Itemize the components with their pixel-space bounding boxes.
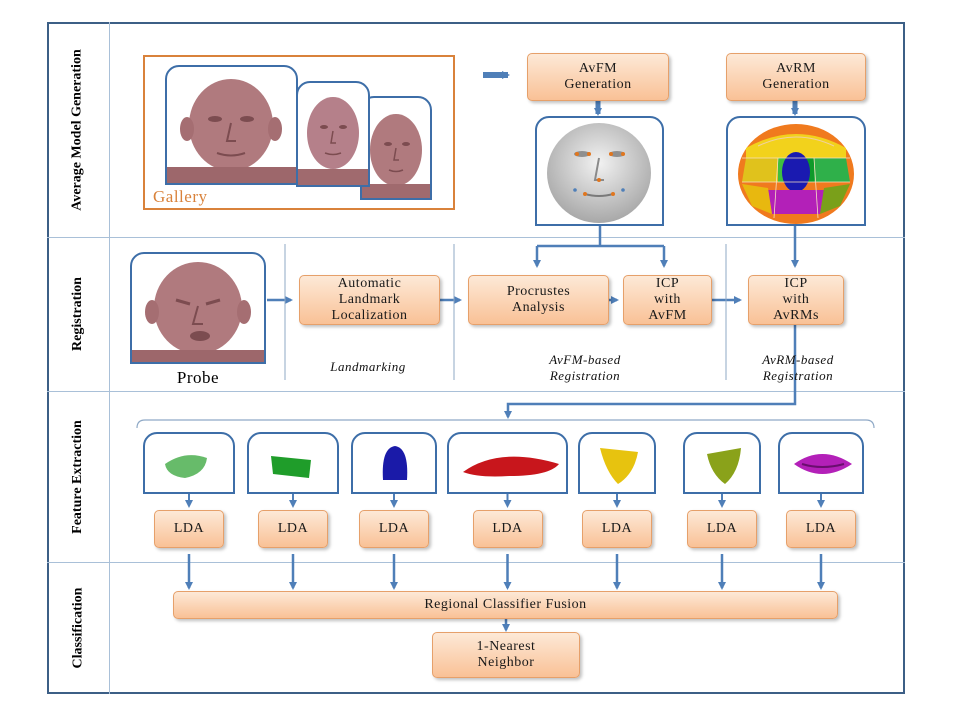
lda-label: LDA: [492, 521, 523, 536]
landmark-line-2: Landmark: [338, 292, 401, 307]
region-shape-2: [271, 456, 311, 478]
avrm-face-image: [726, 116, 866, 226]
region-shape-6: [707, 448, 741, 484]
region-shape-3: [382, 446, 408, 480]
lda-box-2: LDA: [258, 510, 328, 548]
icp-avrm-line-2: with: [782, 292, 810, 307]
regional-classifier-fusion-box: Regional Classifier Fusion: [173, 591, 838, 619]
icp-avfm-line-1: ICP: [655, 276, 680, 291]
region-thumb-6: [683, 432, 761, 494]
lda-box-1: LDA: [154, 510, 224, 548]
region-thumb-3: [351, 432, 437, 494]
stage-divider-1: [47, 237, 905, 238]
arrow-to-regions: [504, 325, 797, 419]
lda-box-6: LDA: [687, 510, 757, 548]
gallery-face-2: [296, 81, 370, 187]
regions-bracket: [136, 419, 875, 429]
gallery-face-1: [165, 65, 298, 185]
procrustes-line-2: Analysis: [511, 300, 565, 315]
probe-label: Probe: [176, 368, 220, 387]
lda-label: LDA: [277, 521, 309, 536]
stage-column-divider: [109, 22, 110, 694]
lda-label: LDA: [805, 521, 837, 536]
avfm-face-image: [535, 116, 664, 226]
nn-line-1: 1-Nearest: [476, 639, 536, 654]
procrustes-line-1: Procrustes: [506, 284, 571, 299]
gallery-frame: [143, 55, 455, 210]
icp-avrm-line-1: ICP: [784, 276, 808, 291]
lda-box-7: LDA: [786, 510, 856, 548]
caption-avfm-based: AvFM-based Registration: [510, 352, 660, 384]
region-thumb-5: [578, 432, 656, 494]
lda-label: LDA: [378, 521, 410, 536]
gallery-label: Gallery: [153, 187, 208, 206]
region-shape-7: [794, 454, 852, 474]
lda-label: LDA: [706, 521, 738, 536]
nn-line-2: Neighbor: [477, 655, 535, 670]
landmark-line-1: Automatic: [337, 276, 402, 291]
caption-avrm-line-2: Registration: [762, 368, 834, 383]
region-shape-1: [165, 455, 207, 478]
caption-avrm-line-1: AvRM-based: [762, 352, 834, 367]
avfm-line-2: Generation: [564, 77, 632, 92]
icp-avfm-line-3: AvFM: [648, 308, 687, 323]
avrm-line-2: Generation: [762, 77, 830, 92]
region-thumb-1: [143, 432, 235, 494]
region-shape-5: [600, 448, 638, 484]
fusion-label: Regional Classifier Fusion: [424, 597, 587, 612]
stage-divider-2: [47, 391, 905, 392]
caption-avfm-line-1: AvFM-based: [549, 352, 621, 367]
region-thumb-2: [247, 432, 339, 494]
lda-box-5: LDA: [582, 510, 652, 548]
region-shape-4: [463, 456, 559, 477]
caption-avrm-based: AvRM-based Registration: [730, 352, 866, 384]
icp-avfm-line-2: with: [654, 292, 681, 307]
probe-face-image: [130, 252, 266, 364]
lda-box-3: LDA: [359, 510, 429, 548]
avfm-line-1: AvFM: [578, 61, 618, 76]
lda-box-4: LDA: [472, 510, 543, 548]
icp-avrm-line-3: AvRMs: [773, 308, 819, 323]
lda-label: LDA: [173, 521, 205, 536]
region-thumb-7: [778, 432, 864, 494]
landmark-line-3: Localization: [331, 308, 408, 323]
lda-label: LDA: [601, 521, 633, 536]
caption-avfm-line-2: Registration: [549, 368, 621, 383]
region-thumb-4: [447, 432, 568, 494]
gallery-face-3: [360, 96, 432, 200]
stage-divider-3: [47, 562, 905, 563]
caption-landmarking: Landmarking: [330, 359, 406, 374]
avrm-line-1: AvRM: [776, 61, 816, 76]
